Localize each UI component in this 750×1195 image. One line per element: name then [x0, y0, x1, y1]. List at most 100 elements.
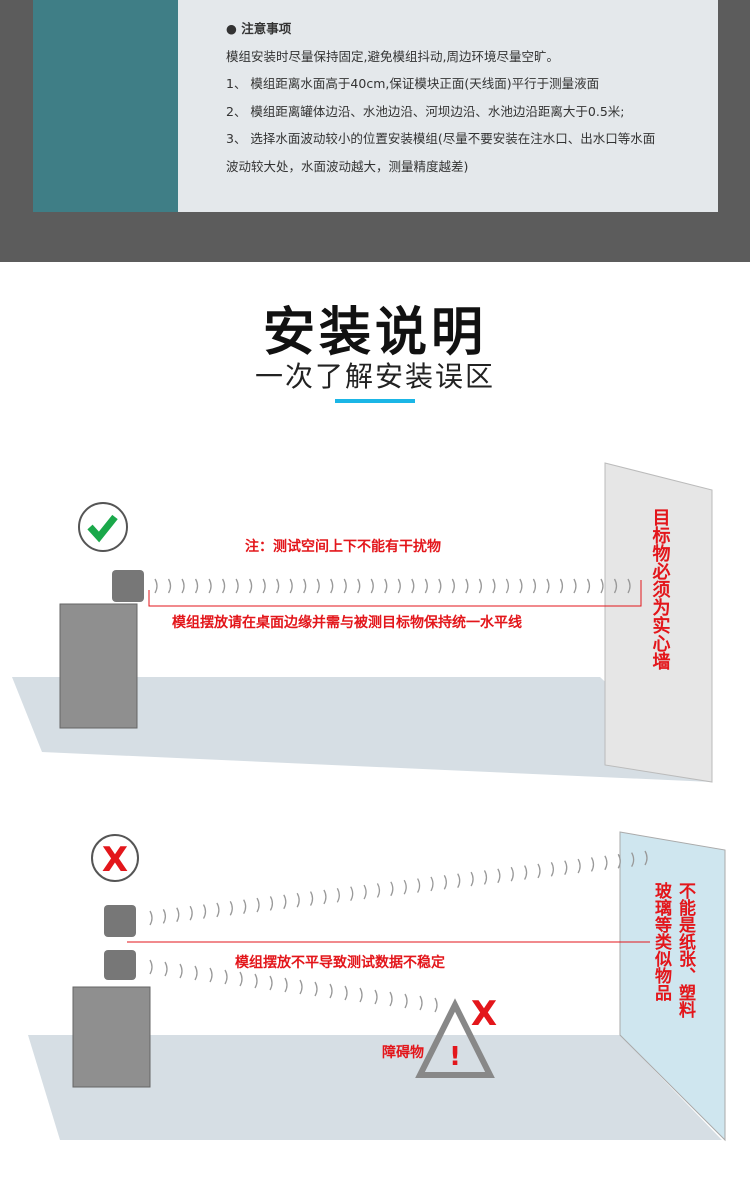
signal-wave — [600, 578, 604, 594]
signal-wave — [404, 993, 408, 1009]
signal-wave — [443, 875, 447, 890]
table-box — [59, 603, 138, 729]
signal-wave — [451, 578, 455, 594]
signal-wave — [269, 975, 273, 991]
signal-wave — [323, 889, 327, 905]
signal-wave — [577, 858, 581, 874]
notes-line: 1、 模组距离水面高于40cm,保证模块正面(天线面)平行于测量液面 — [226, 76, 600, 91]
obstacle-cross: X — [471, 994, 497, 1034]
wall-label-col2: 玻璃等类似物品 — [651, 881, 673, 1002]
level-note: 模组摆放请在桌面边缘并需与被测目标物保持统一水平线 — [172, 614, 522, 631]
signal-wave — [167, 578, 172, 594]
signal-wave — [430, 876, 434, 892]
signal-wave — [546, 578, 550, 594]
signal-wave — [438, 578, 442, 594]
signal-wave — [631, 852, 635, 867]
signal-wave — [154, 578, 158, 594]
signal-wave — [330, 578, 334, 594]
obstacle-label: 障碍物 — [382, 1044, 424, 1061]
signal-wave — [359, 987, 363, 1003]
signal-wave — [434, 997, 438, 1013]
signal-wave — [329, 983, 333, 999]
signal-wave — [262, 578, 266, 594]
signal-wave — [613, 578, 618, 594]
signal-wave — [532, 578, 537, 594]
signal-wave — [164, 961, 168, 977]
signal-wave — [162, 909, 167, 924]
signal-wave — [627, 578, 631, 594]
signal-wave — [397, 578, 401, 594]
sensor-module — [112, 570, 144, 602]
signal-wave — [314, 981, 318, 997]
signal-wave — [181, 578, 185, 594]
notes-line: 模组安装时尽量保持固定,避免模组抖动,周边环境尽量空旷。 — [226, 48, 559, 64]
notes-line: 3、 选择水面波动较小的位置安装模组(尽量不要安装在注水口、出水口等水面 — [226, 131, 656, 146]
signal-wave — [586, 578, 591, 594]
signal-wave — [564, 860, 568, 876]
signal-wave — [189, 905, 193, 921]
notes-line: 2、 模组距离罐体边沿、水池边沿、河坝边沿、水池边沿距离大于0.5米; — [226, 103, 625, 119]
signal-wave — [256, 897, 260, 913]
signal-wave — [519, 578, 523, 594]
signal-wave — [524, 865, 528, 880]
signal-wave — [559, 578, 564, 594]
signal-wave — [590, 857, 595, 872]
signal-wave — [221, 578, 226, 594]
signal-wave — [229, 900, 233, 916]
floor — [12, 677, 712, 782]
signal-wave — [224, 969, 228, 985]
signal-wave — [289, 578, 293, 594]
signal-wave — [403, 879, 407, 895]
signal-wave — [176, 907, 180, 923]
signal-wave — [389, 991, 393, 1007]
sensor-module-low — [104, 950, 136, 980]
signal-wave — [376, 883, 381, 898]
signal-wave — [465, 578, 469, 594]
signal-wave — [309, 891, 314, 906]
correct-diagram: 注：测试空间上下不能有干扰物 模组摆放请在桌面边缘并需与被测目标物保持统一水平线… — [12, 462, 713, 783]
signal-wave — [492, 578, 496, 594]
signal-wave — [604, 855, 608, 871]
signal-wave — [370, 578, 374, 594]
signal-wave — [344, 985, 348, 1001]
page-title: 安装说明 — [262, 303, 487, 363]
signal-wave — [254, 973, 258, 989]
signal-wave — [316, 578, 320, 594]
signal-wave — [384, 578, 388, 594]
glass-wall — [619, 831, 726, 1142]
signal-wave — [374, 989, 378, 1005]
signal-wave — [243, 899, 247, 914]
signal-wave — [550, 862, 554, 877]
signal-wave — [202, 904, 207, 919]
signal-wave — [510, 866, 514, 882]
signal-wave — [283, 894, 287, 910]
signal-wave — [249, 578, 253, 594]
cross-icon: X — [102, 840, 128, 880]
signal-wave — [194, 578, 199, 594]
interference-note: 注：测试空间上下不能有干扰物 — [245, 538, 441, 555]
signal-wave — [284, 977, 288, 993]
signal-wave — [303, 578, 307, 594]
teal-block — [33, 0, 178, 212]
accent-bar — [335, 399, 415, 403]
signal-wave — [216, 902, 220, 918]
signal-wave — [194, 965, 198, 981]
signal-wave — [209, 967, 213, 983]
wall-label-col1: 不能是纸张、塑料 — [675, 882, 696, 1019]
solid-wall — [604, 462, 713, 783]
signal-wave — [470, 871, 474, 887]
tilt-note: 模组摆放不平导致测试数据不稳定 — [235, 954, 445, 971]
signal-wave — [350, 886, 354, 901]
signal-wave — [483, 870, 488, 885]
notes-heading: ● 注意事项 — [226, 21, 292, 36]
wrong-diagram: X 模组摆放不平导致测试数据不稳定 ! X 障碍物 不能是纸张、塑料 玻璃等类似… — [28, 831, 726, 1142]
signal-wave — [363, 884, 367, 900]
signal-wave — [424, 578, 428, 594]
signal-wave — [644, 850, 648, 866]
check-icon — [87, 514, 118, 543]
signal-wave — [457, 873, 461, 889]
table-box — [72, 986, 151, 1088]
signal-wave — [149, 910, 153, 926]
cross-badge — [91, 834, 139, 882]
signal-wave — [478, 578, 482, 594]
